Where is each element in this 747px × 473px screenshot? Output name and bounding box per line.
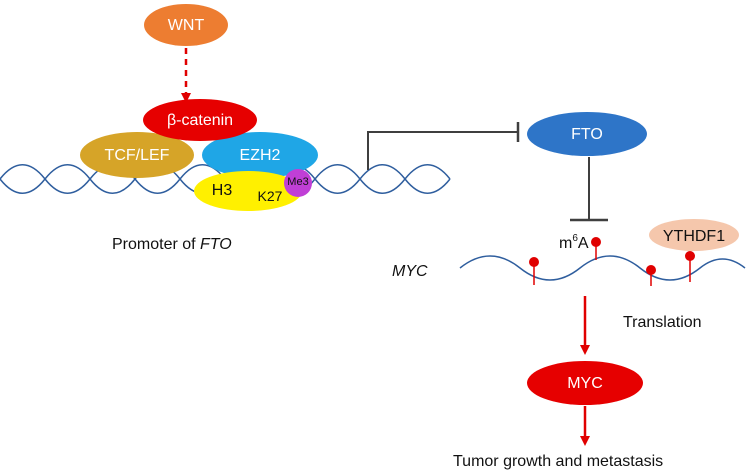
promoter-label: Promoter of FTO	[112, 236, 232, 253]
promoter-inhibition-line	[367, 131, 518, 170]
wnt-label: WNT	[168, 17, 205, 34]
fto-label: FTO	[571, 126, 603, 143]
m6a-label-suffix: A	[578, 235, 589, 252]
ythdf1-node	[649, 219, 739, 251]
ythdf1-label: YTHDF1	[663, 228, 725, 245]
wnt-node	[144, 4, 228, 46]
m6a-pin-dot	[646, 265, 656, 275]
myc-mrna-strand	[459, 255, 746, 281]
m6a-pin-dot	[685, 251, 695, 261]
beta-catenin-label: β-catenin	[167, 112, 233, 129]
ezh2-node	[202, 132, 318, 178]
k27-label: K27	[258, 188, 283, 204]
myc-mrna-label: MYC	[392, 263, 428, 280]
me3-mark	[284, 169, 312, 197]
ezh2-label: EZH2	[240, 147, 281, 164]
tcf-lef-node	[80, 132, 194, 178]
outcome-label: Tumor growth and metastasis	[453, 453, 663, 470]
fto-node	[527, 112, 647, 156]
m6a-modification-marks	[529, 237, 695, 286]
tcf-lef-label: TCF/LEF	[105, 147, 170, 164]
translation-label: Translation	[623, 314, 702, 331]
myc-protein-node	[527, 361, 643, 405]
m6a-label-superscript: 6	[572, 233, 578, 244]
myc-protein-label: MYC	[567, 375, 603, 392]
promoter-label-prefix: Promoter of	[112, 236, 200, 253]
m6a-label: m6A	[559, 233, 589, 252]
promoter-gene-name: FTO	[200, 236, 232, 253]
m6a-pin-dot	[529, 257, 539, 267]
m6a-pin-dot	[591, 237, 601, 247]
h3-histone-node	[194, 171, 302, 211]
m6a-label-base: m	[559, 235, 572, 252]
me3-label: Me3	[287, 176, 308, 188]
beta-catenin-node	[143, 99, 257, 141]
h3-label: H3	[212, 182, 233, 199]
